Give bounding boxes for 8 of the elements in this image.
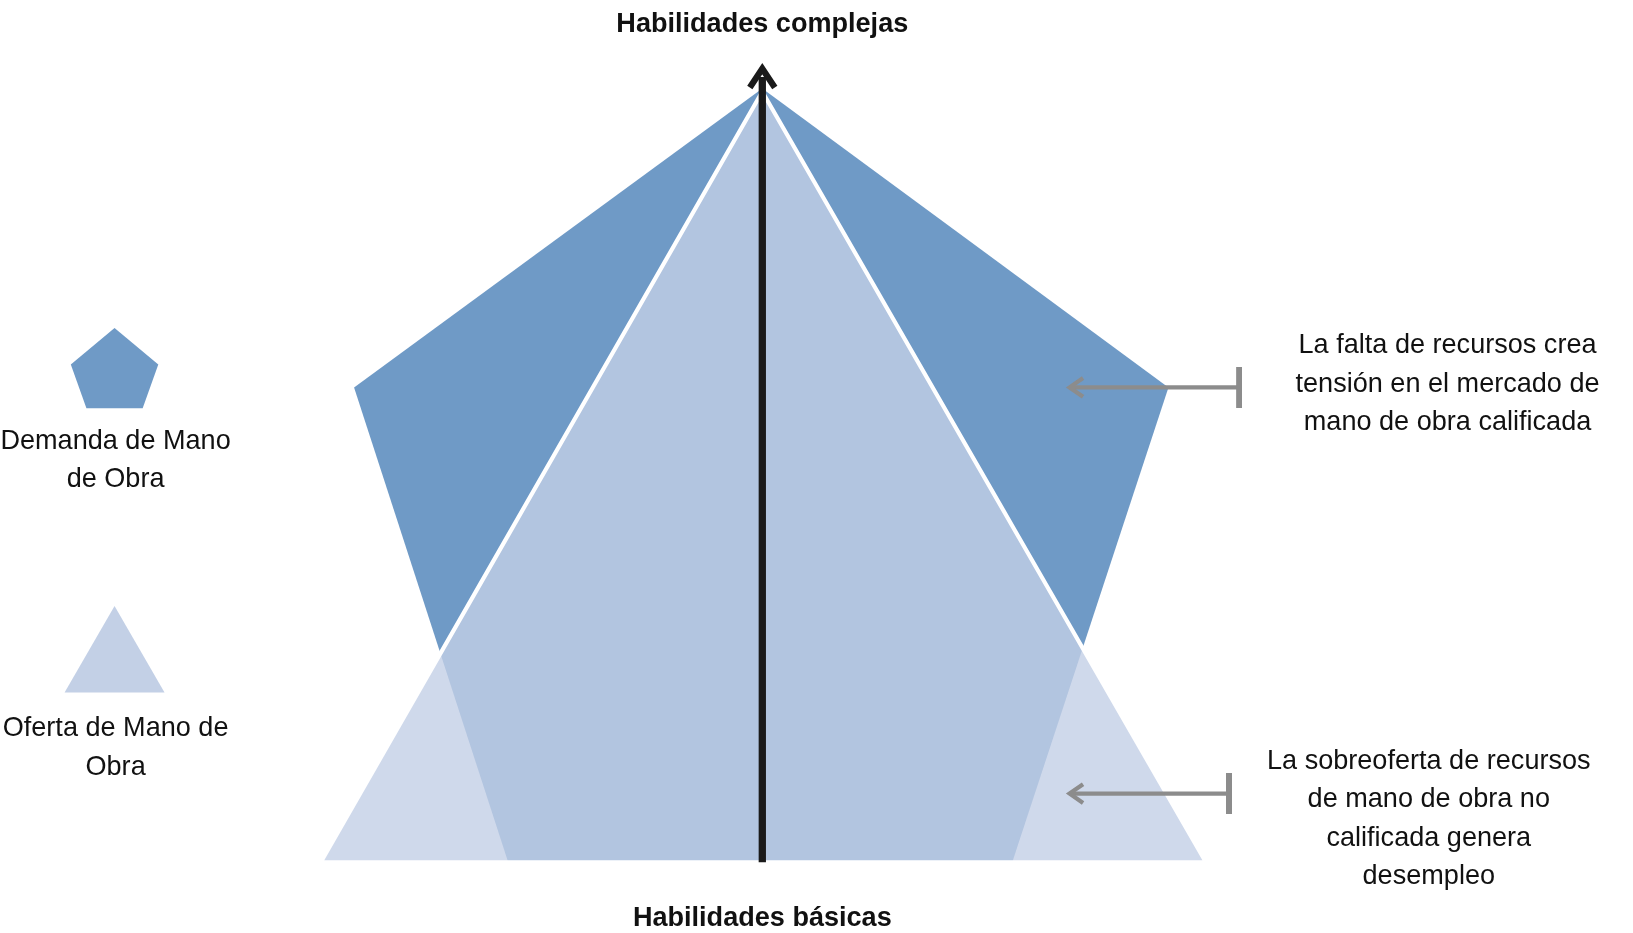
callout-text: La sobreoferta de recursos de mano de obra no calificada genera desempleo	[1260, 740, 1598, 895]
legend-label: Oferta de Mano de Obra	[1, 710, 230, 784]
axis-label: Habilidades básicas	[631, 899, 893, 933]
callout-text: La falta de recursos crea tensión en el mercado de mano de obra calificada	[1272, 324, 1623, 441]
axis-label: Habilidades complejas	[615, 6, 910, 41]
leader-arrow	[1067, 772, 1232, 815]
leader-arrow	[1067, 366, 1243, 409]
legend-label: Demanda de Mano de Obra	[0, 422, 232, 496]
